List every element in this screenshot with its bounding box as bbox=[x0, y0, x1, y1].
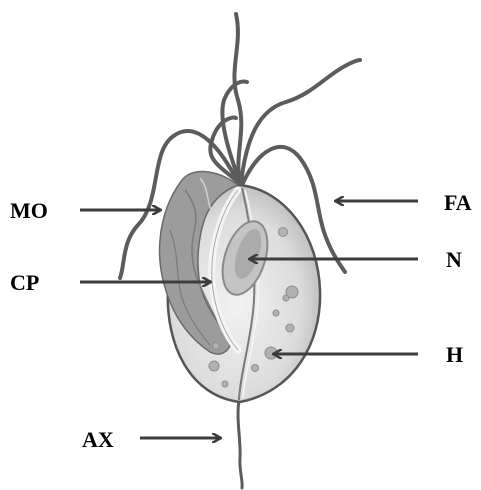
granule bbox=[209, 361, 219, 371]
label-ax: AX bbox=[82, 427, 114, 452]
flagellum-1 bbox=[234, 14, 241, 183]
granule bbox=[286, 324, 294, 332]
label-fa: FA bbox=[444, 190, 472, 215]
granule bbox=[273, 310, 279, 316]
label-h: H bbox=[446, 342, 463, 367]
label-n: N bbox=[446, 247, 462, 272]
granule bbox=[222, 381, 228, 387]
label-cp: CP bbox=[10, 270, 39, 295]
label-mo: MO bbox=[10, 198, 48, 223]
granule bbox=[213, 343, 220, 350]
axostyle-tail bbox=[238, 400, 242, 488]
granule bbox=[252, 365, 259, 372]
flagellum-3 bbox=[241, 60, 360, 183]
granule bbox=[279, 228, 288, 237]
granule bbox=[283, 295, 289, 301]
